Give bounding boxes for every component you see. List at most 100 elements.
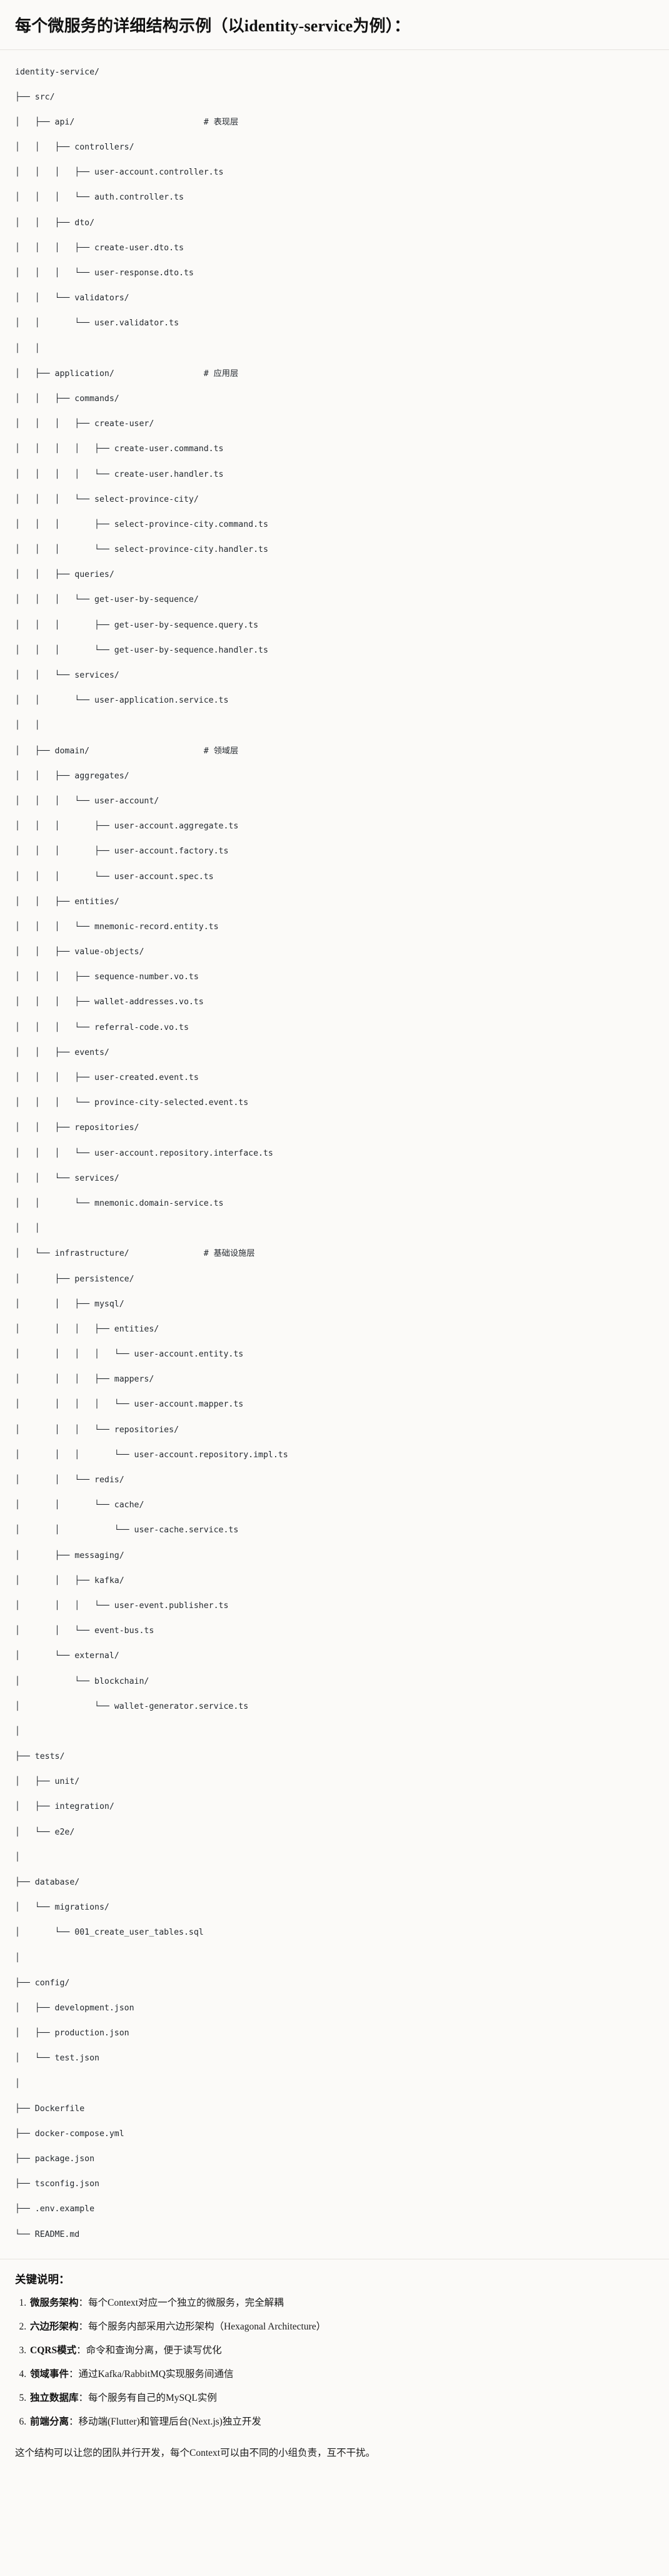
key-note-item: 领域事件：通过Kafka/RabbitMQ实现服务间通信 (29, 2367, 654, 2382)
tree-line: │ ├── development.json (15, 2003, 134, 2013)
key-note-term: 独立数据库 (30, 2393, 79, 2404)
tree-line: │ ├── persistence/ (15, 1274, 134, 1284)
tree-line: │ │ │ └── select-province-city/ (15, 494, 199, 504)
tree-line: │ │ │ └── province-city-selected.event.t… (15, 1098, 249, 1108)
key-note-body: ：每个服务内部采用六边形架构（Hexagonal Architecture） (78, 2321, 326, 2333)
tree-line: │ (15, 2079, 20, 2089)
tree-line: │ │ │ └── get-user-by-sequence.handler.t… (15, 645, 268, 655)
tree-line: │ └── test.json (15, 2054, 99, 2064)
tree-line: │ ├── application/ # 应用层 (15, 368, 654, 380)
page-root: 每个微服务的详细结构示例（以identity-service为例）： ident… (0, 0, 669, 2475)
tree-line: │ │ │ │ ├── create-user.command.ts (15, 444, 224, 454)
tree-line: │ (15, 1953, 20, 1963)
tree-line-path: │ ├── domain/ (15, 746, 204, 756)
tree-line: │ │ ├── queries/ (15, 570, 114, 580)
key-note-body: ：通过Kafka/RabbitMQ实现服务间通信 (69, 2369, 234, 2380)
tree-line: │ │ │ ├── user-account.aggregate.ts (15, 822, 239, 832)
tree-line: │ │ └── user.validator.ts (15, 318, 179, 328)
tree-line: │ │ │ ├── user-account.factory.ts (15, 847, 229, 857)
key-notes-list: 微服务架构：每个Context对应一个独立的微服务，完全解耦六边形架构：每个服务… (15, 2296, 654, 2430)
tree-line: │ │ │ │ └── create-user.handler.ts (15, 469, 224, 479)
tree-line-path: │ ├── api/ (15, 117, 204, 127)
tree-line: │ │ └── mnemonic.domain-service.ts (15, 1198, 224, 1208)
tree-line: │ │ │ ├── user-account.controller.ts (15, 168, 224, 178)
tree-line: │ └── e2e/ (15, 1827, 75, 1837)
tree-line: ├── tests/ (15, 1752, 65, 1762)
tree-line: │ │ (15, 344, 40, 354)
tree-line: │ │ ├── mysql/ (15, 1299, 124, 1309)
tree-line: │ │ │ └── repositories/ (15, 1425, 179, 1435)
tree-line: ├── database/ (15, 1878, 80, 1887)
tree-line: ├── src/ (15, 92, 55, 102)
tree-line: │ │ │ └── get-user-by-sequence/ (15, 595, 199, 605)
tree-line: │ │ │ ├── get-user-by-sequence.query.ts (15, 620, 259, 630)
tree-line: identity-service/ (15, 67, 99, 77)
key-note-term: 前端分离 (30, 2416, 69, 2428)
key-notes-section: 关键说明： 微服务架构：每个Context对应一个独立的微服务，完全解耦六边形架… (0, 2259, 669, 2436)
tree-line: │ │ │ ├── wallet-addresses.vo.ts (15, 997, 204, 1007)
tree-line-path: │ └── infrastructure/ (15, 1249, 204, 1259)
tree-line: │ └── blockchain/ (15, 1676, 149, 1686)
tree-line: │ │ │ └── user-account/ (15, 796, 159, 806)
tree-line: │ │ │ └── user-response.dto.ts (15, 268, 194, 278)
tree-line: │ │ └── services/ (15, 671, 119, 680)
tree-line: │ │ │ ├── user-created.event.ts (15, 1073, 199, 1082)
tree-line: │ │ │ ├── entities/ (15, 1324, 159, 1334)
page-header: 每个微服务的详细结构示例（以identity-service为例）： (0, 0, 669, 50)
tree-line: │ └── 001_create_user_tables.sql (15, 1928, 204, 1938)
closing-paragraph: 这个结构可以让您的团队并行开发，每个Context可以由不同的小组负责，互不干扰… (15, 2448, 376, 2459)
tree-line: │ │ │ └── select-province-city.handler.t… (15, 545, 268, 555)
tree-line: │ ├── messaging/ (15, 1550, 124, 1560)
key-note-item: 六边形架构：每个服务内部采用六边形架构（Hexagonal Architectu… (29, 2319, 654, 2334)
tree-line-comment: # 基础设施层 (203, 1249, 255, 1259)
key-note-item: 独立数据库：每个服务有自己的MySQL实例 (29, 2391, 654, 2406)
tree-line: │ │ │ ├── create-user/ (15, 419, 154, 429)
tree-line-comment: # 表现层 (203, 117, 239, 127)
tree-line: │ └── migrations/ (15, 1903, 109, 1913)
tree-line: │ │ ├── controllers/ (15, 143, 134, 153)
tree-line: │ │ │ └── user-account.spec.ts (15, 872, 214, 882)
tree-line: │ │ ├── dto/ (15, 218, 95, 228)
tree-line: │ │ │ ├── sequence-number.vo.ts (15, 972, 199, 982)
tree-line: │ └── wallet-generator.service.ts (15, 1701, 249, 1711)
page-title: 每个微服务的详细结构示例（以identity-service为例）： (15, 17, 411, 35)
tree-line: ├── Dockerfile (15, 2104, 85, 2114)
key-note-term: 领域事件 (30, 2369, 69, 2380)
tree-line: │ │ │ ├── select-province-city.command.t… (15, 519, 268, 529)
tree-line: ├── docker-compose.yml (15, 2129, 124, 2139)
tree-line: ├── config/ (15, 1978, 70, 1988)
tree-line: │ │ └── user-cache.service.ts (15, 1525, 239, 1535)
tree-line: │ │ └── services/ (15, 1173, 119, 1183)
key-note-term: 六边形架构 (30, 2321, 79, 2333)
tree-line: ├── .env.example (15, 2204, 95, 2214)
key-notes-heading: 关键说明： (15, 2273, 70, 2286)
tree-line: │ │ │ └── user-account.repository.impl.t… (15, 1450, 288, 1460)
tree-line: │ │ └── cache/ (15, 1500, 144, 1510)
tree-line-comment: # 应用层 (203, 369, 239, 379)
tree-line: │ │ ├── value-objects/ (15, 947, 144, 957)
directory-tree: identity-service/ ├── src/ │ ├── api/ # … (15, 66, 654, 2241)
tree-line: │ │ │ │ └── user-account.entity.ts (15, 1350, 244, 1360)
tree-line-path: │ ├── application/ (15, 369, 204, 379)
tree-line: │ └── external/ (15, 1651, 119, 1661)
tree-line: │ ├── integration/ (15, 1802, 114, 1812)
tree-line: │ ├── production.json (15, 2029, 129, 2039)
tree-line: │ │ ├── events/ (15, 1047, 109, 1057)
tree-line: │ ├── unit/ (15, 1777, 80, 1787)
tree-line: │ │ ├── aggregates/ (15, 771, 129, 781)
key-note-body: ：每个Context对应一个独立的微服务，完全解耦 (78, 2298, 284, 2309)
tree-line: │ │ ├── commands/ (15, 394, 119, 404)
tree-line: │ ├── domain/ # 领域层 (15, 745, 654, 758)
tree-line: │ (15, 1726, 20, 1736)
tree-line: │ │ ├── entities/ (15, 897, 119, 907)
tree-line: │ │ │ ├── create-user.dto.ts (15, 243, 184, 253)
tree-line: │ │ ├── kafka/ (15, 1576, 124, 1586)
tree-line: │ │ │ │ └── user-account.mapper.ts (15, 1400, 244, 1410)
tree-line: │ (15, 1852, 20, 1862)
directory-tree-block: identity-service/ ├── src/ │ ├── api/ # … (0, 49, 669, 2253)
tree-line: │ │ (15, 721, 40, 731)
tree-line: │ │ │ └── user-account.repository.interf… (15, 1148, 273, 1158)
key-note-term: CQRS模式 (30, 2345, 77, 2356)
tree-line: │ ├── api/ # 表现层 (15, 116, 654, 129)
tree-line: │ │ │ └── mnemonic-record.entity.ts (15, 922, 219, 932)
